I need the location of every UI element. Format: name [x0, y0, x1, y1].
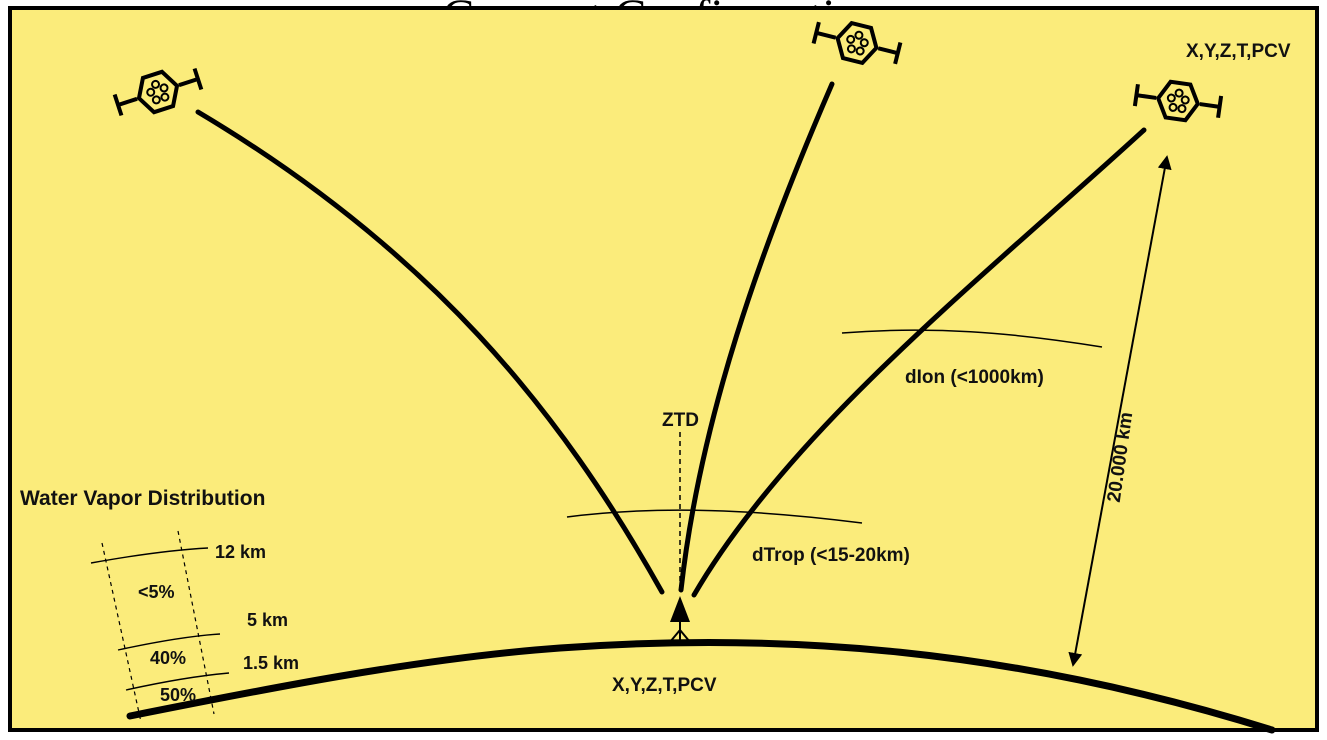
signal-path-left — [195, 109, 665, 595]
earth-surface — [126, 638, 1276, 734]
satellite-params-label: X,Y,Z,T,PCV — [1186, 41, 1291, 62]
water-vapor-height-1-5km: 1.5 km — [243, 653, 299, 673]
satellite-icon — [811, 20, 903, 66]
receiver-antenna — [669, 596, 691, 643]
water-vapor-boundary-5km — [117, 633, 221, 651]
water-vapor-diagram — [90, 530, 230, 723]
water-vapor-right-guide — [177, 530, 215, 715]
signal-path-center — [678, 81, 835, 593]
water-vapor-share-12km: <5% — [138, 582, 175, 602]
water-vapor-share-5km: 40% — [150, 648, 186, 668]
water-vapor-height-5km: 5 km — [247, 610, 288, 630]
satellite-icon — [1132, 79, 1224, 123]
dion-label: dIon (<1000km) — [905, 367, 1044, 388]
header-fragment: Concept Configuration — [442, 0, 883, 43]
header-fragment-text: Concept Configuration — [442, 0, 883, 43]
distance-arrow — [1068, 155, 1172, 667]
ionosphere-layer — [841, 329, 1103, 348]
water-vapor-title: Water Vapor Distribution — [20, 487, 265, 510]
receiver-params-label: X,Y,Z,T,PCV — [612, 675, 717, 696]
water-vapor-height-12km: 12 km — [215, 542, 266, 562]
troposphere-layer — [566, 509, 863, 524]
water-vapor-left-guide — [101, 542, 142, 723]
water-vapor-boundary-12km — [90, 547, 209, 564]
dtrop-label: dTrop (<15-20km) — [752, 545, 910, 566]
ztd-label: ZTD — [662, 410, 699, 431]
water-vapor-boundary-1-5km — [125, 672, 230, 691]
satellite-icon — [112, 67, 204, 117]
water-vapor-share-1-5km: 50% — [160, 685, 196, 705]
